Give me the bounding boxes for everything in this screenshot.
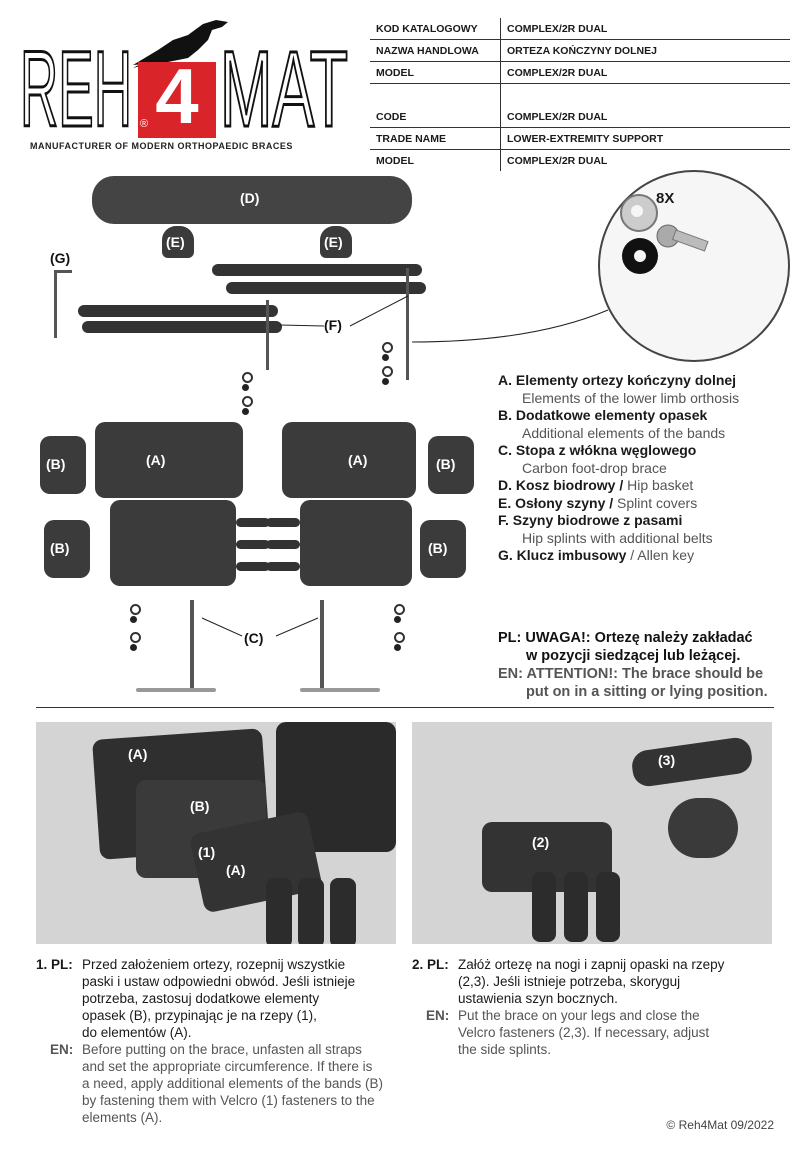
logo-wordmark: REH MAT — [20, 27, 350, 137]
legend-item-g: G. Klucz imbusowy / Allen key — [498, 547, 695, 563]
photo1-label-a-top: (A) — [128, 746, 148, 762]
warning-en: EN: ATTENTION!: The brace should be put … — [498, 666, 768, 700]
model-en-key: MODEL — [370, 149, 501, 171]
logo-registered: ® — [140, 118, 149, 130]
band-element-b-2 — [428, 436, 474, 494]
logo-tagline: MANUFACTURER OF MODERN ORTHOPAEDIC BRACE… — [30, 141, 293, 151]
label-b-1: (B) — [46, 456, 66, 472]
label-b-2: (B) — [436, 456, 456, 472]
step1-en-label: EN: — [50, 1042, 74, 1057]
svg-text:MAT: MAT — [220, 28, 348, 136]
label-c: (C) — [244, 630, 264, 646]
splint-cover-right — [320, 226, 352, 258]
hip-splint-right — [406, 268, 409, 380]
label-f: (F) — [324, 317, 342, 333]
label-a-right: (A) — [348, 452, 368, 468]
legend-item-e: E. Osłony szyny / Splint covers — [498, 494, 698, 511]
trade-pl-value: ORTEZA KOŃCZYNY DOLNEJ — [500, 39, 790, 62]
divider — [36, 707, 774, 708]
band-element-b-1 — [40, 436, 86, 494]
model-pl-key: MODEL — [370, 61, 501, 84]
legend-item-f: F. Szyny biodrowe z pasami — [498, 512, 683, 528]
photo1-label-a-bottom: (A) — [226, 862, 246, 878]
legend-item-b: B. Dodatkowe elementy opasek — [498, 407, 708, 423]
model-pl-value: COMPLEX/2R DUAL — [500, 61, 790, 84]
element-a-left-lower — [110, 500, 236, 586]
band-element-b-3 — [44, 520, 90, 578]
screws-detail-circle: 8X — [598, 170, 790, 362]
step1-photo: (A) (B) (1) (A) — [36, 722, 396, 944]
label-e-right: (E) — [324, 234, 343, 250]
code-en-value: COMPLEX/2R DUAL — [500, 106, 790, 128]
label-d: (D) — [240, 190, 260, 206]
label-g: (G) — [50, 250, 71, 266]
code-pl-key: KOD KATALOGOWY — [370, 18, 501, 40]
code-en-key: CODE — [370, 106, 501, 128]
band-element-b-4 — [420, 520, 466, 578]
hip-splint-strap-4 — [82, 321, 282, 333]
label-a-left: (A) — [146, 452, 166, 468]
hip-basket — [92, 176, 412, 224]
step1-text: 1. PL: Przed założeniem ortezy, rozepnij… — [36, 957, 383, 1125]
photo1-label-b: (B) — [190, 798, 210, 814]
carbon-foot-left — [190, 600, 194, 690]
label-b-3: (B) — [50, 540, 70, 556]
step2-photo: (2) (3) — [412, 722, 772, 944]
trade-en-key: TRADE NAME — [370, 127, 501, 150]
hip-splint-strap-3 — [78, 305, 278, 317]
photo1-label-1: (1) — [198, 844, 216, 860]
carbon-foot-right — [320, 600, 324, 690]
label-b-4: (B) — [428, 540, 448, 556]
legend-item-c: C. Stopa z włókna węglowego — [498, 442, 697, 458]
hip-splint-strap-1 — [212, 264, 422, 276]
logo-digit: 4 — [155, 52, 199, 140]
code-pl-value: COMPLEX/2R DUAL — [500, 18, 790, 40]
model-en-value: COMPLEX/2R DUAL — [507, 154, 608, 167]
svg-text:REH: REH — [20, 28, 132, 136]
hip-splint-strap-2 — [226, 282, 426, 294]
step2-text: 2. PL: Załóż ortezę na nogi i zapnij opa… — [412, 957, 725, 1057]
photo2-label-2: (2) — [532, 834, 550, 850]
components-legend: A. Elementy ortezy kończyny dolnej Eleme… — [498, 372, 740, 563]
legend-item-d: D. Kosz biodrowy / Hip basket — [498, 477, 694, 493]
step1-number: 1. PL: — [36, 957, 73, 972]
label-e-left: (E) — [166, 234, 185, 250]
element-a-left-upper — [95, 422, 243, 498]
hip-splint-left — [266, 300, 269, 370]
step2-number: 2. PL: — [412, 957, 449, 972]
copyright: © Reh4Mat 09/2022 — [666, 1118, 774, 1132]
photo2-label-3: (3) — [658, 752, 676, 768]
legend-item-a: A. Elementy ortezy kończyny dolnej — [498, 372, 737, 388]
warning-pl: PL: UWAGA!: Ortezę należy zakładać w poz… — [498, 630, 753, 664]
screw-icon — [656, 224, 709, 252]
element-a-right-lower — [300, 500, 412, 586]
logo-red-square — [138, 62, 216, 138]
screw-count: 8X — [656, 190, 675, 207]
trade-en-value: LOWER-EXTREMITY SUPPORT — [500, 127, 790, 150]
step2-en-label: EN: — [426, 1008, 450, 1023]
trade-pl-key: NAZWA HANDLOWA — [370, 39, 501, 62]
allen-key-icon — [54, 272, 57, 338]
splint-cover-left — [162, 226, 194, 258]
element-a-right-upper — [282, 422, 416, 498]
